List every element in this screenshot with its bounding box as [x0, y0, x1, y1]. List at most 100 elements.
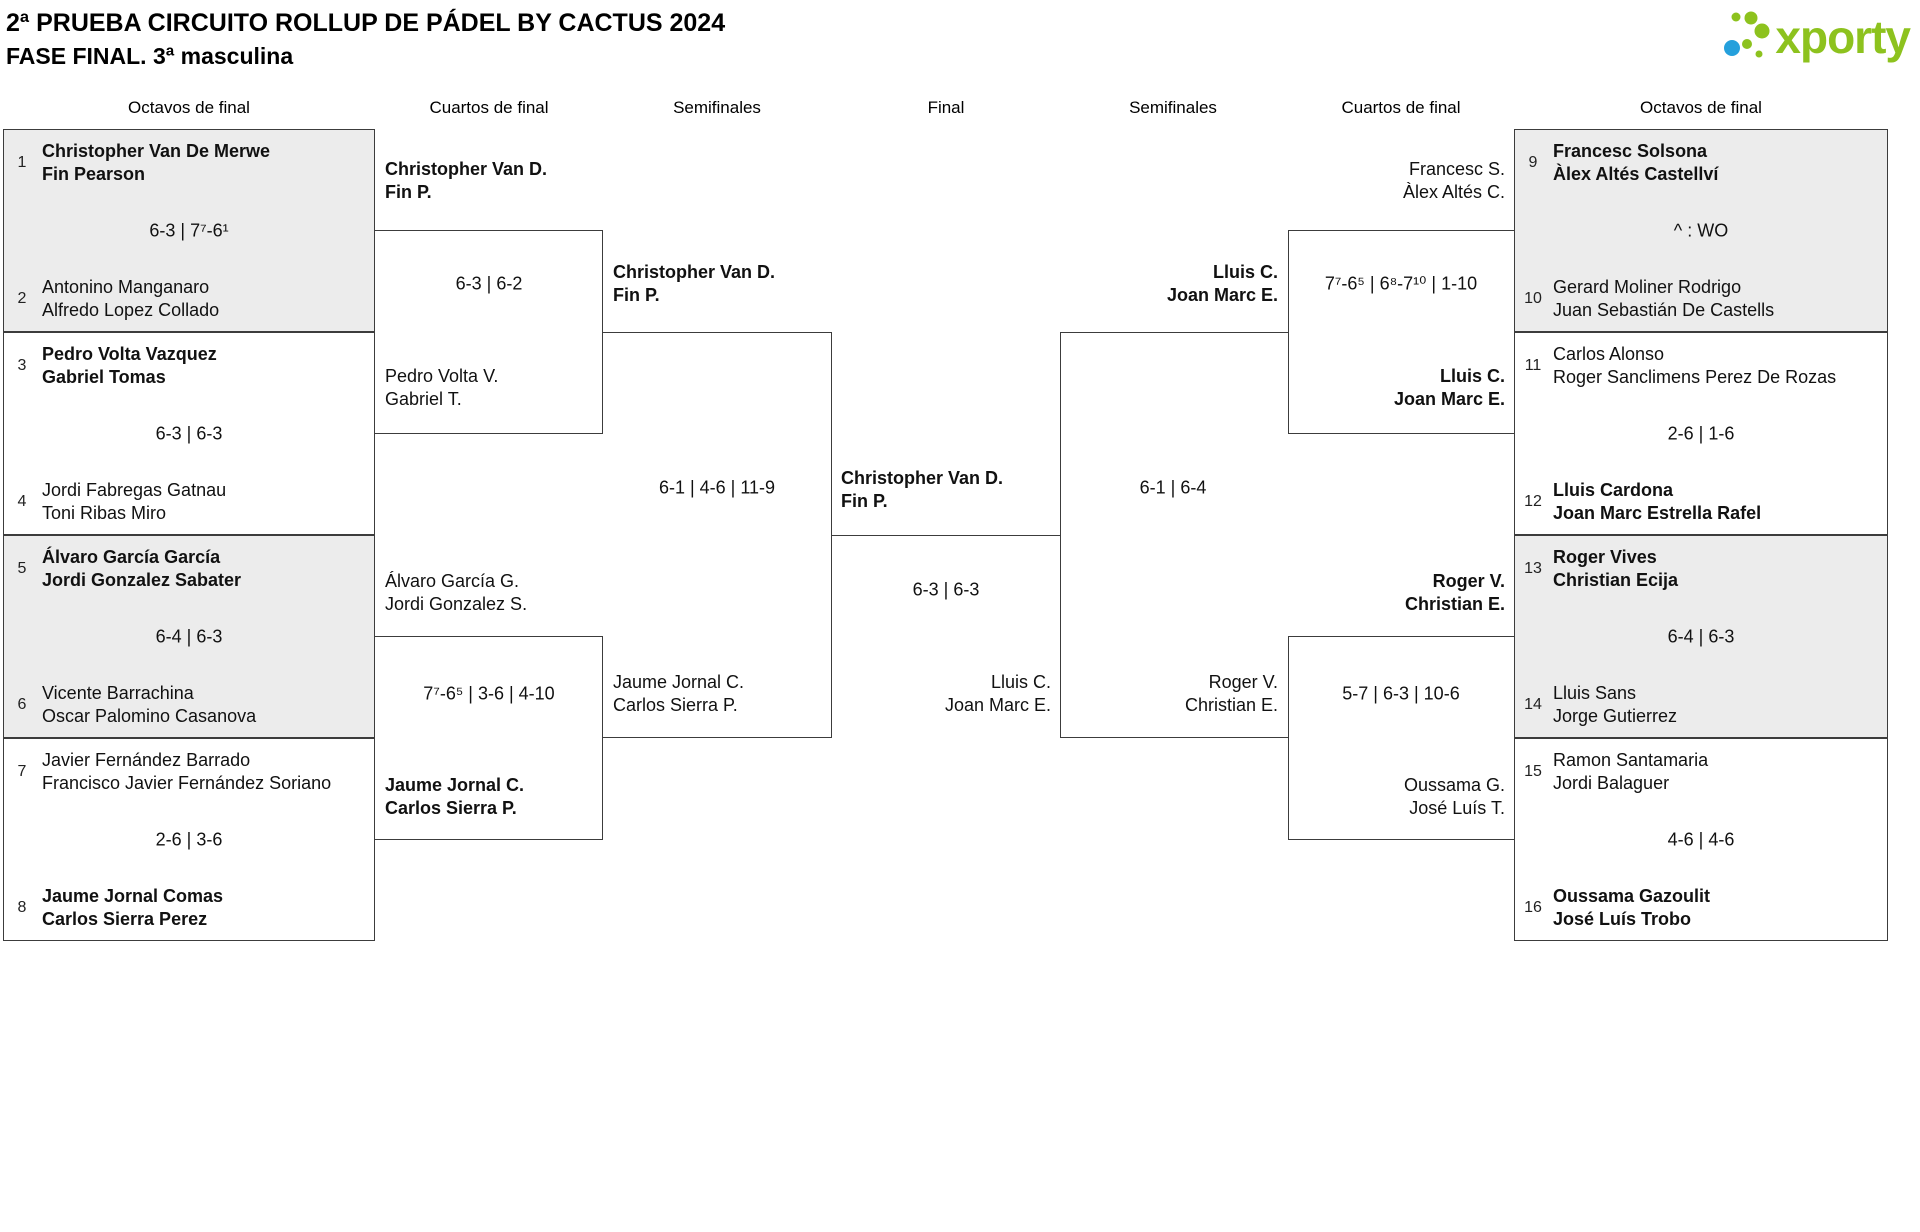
player-name: Gerard Moliner Rodrigo: [1553, 277, 1742, 297]
team-short-name: Carlos Sierra P.: [613, 695, 738, 715]
team-row: 11 Carlos Alonso Roger Sanclimens Perez …: [1521, 343, 1881, 389]
qf-right-2-top-team: Roger V. Christian E.: [1288, 570, 1505, 616]
qf-right-2-score: 5-7 | 6-3 | 10-6: [1342, 683, 1460, 704]
team-pair: Álvaro García García Jordi Gonzalez Saba…: [42, 546, 241, 592]
match-score: 4-6 | 4-6: [1667, 829, 1735, 849]
logo-dot-icon: [1754, 23, 1770, 39]
seed-number: 1: [17, 154, 27, 171]
team-pair: Jordi Fabregas Gatnau Toni Ribas Miro: [42, 479, 226, 525]
seed-number: 7: [17, 763, 27, 780]
player-name: Roger Sanclimens Perez De Rozas: [1553, 367, 1837, 387]
qf-left-2-bottom-team: Jaume Jornal C. Carlos Sierra P.: [385, 774, 524, 820]
team-pair: Francesc Solsona Àlex Altés Castellví: [1553, 140, 1718, 186]
player-name: José Luís Trobo: [1553, 909, 1692, 929]
seed-number: 9: [1528, 154, 1538, 171]
match-score: 2-6 | 1-6: [1667, 423, 1735, 443]
player-name: Oussama Gazoulit: [1553, 886, 1711, 906]
player-name: Lluis Sans: [1553, 683, 1637, 703]
player-name: Antonino Manganaro: [42, 277, 210, 297]
team-short-name: Lluis C.: [990, 672, 1051, 692]
player-name: Jordi Fabregas Gatnau: [42, 480, 227, 500]
page-title: 2ª PRUEBA CIRCUITO ROLLUP DE PÁDEL BY CA…: [6, 6, 725, 72]
team-row: 7 Javier Fernández Barrado Francisco Jav…: [10, 749, 368, 795]
team-row: 1 Christopher Van De Merwe Fin Pearson: [10, 140, 368, 186]
seed-number: 12: [1524, 493, 1542, 510]
r16-match-3: 5 Álvaro García García Jordi Gonzalez Sa…: [3, 535, 375, 738]
round-header-octavos-left: Octavos de final: [128, 98, 250, 117]
qf-right-1-bottom-team: Lluis C. Joan Marc E.: [1288, 365, 1505, 411]
team-pair: Lluis Sans Jorge Gutierrez: [1553, 682, 1677, 728]
team-short-name: Fin P.: [841, 491, 888, 511]
team-short-name: Lluis C.: [1212, 262, 1278, 282]
round-header-semis-right: Semifinales: [1129, 98, 1217, 117]
player-name: Ramon Santamaria: [1553, 750, 1709, 770]
player-name: Jordi Balaguer: [1553, 773, 1670, 793]
match-score: 2-6 | 3-6: [155, 829, 223, 849]
logo-dot-icon: [1742, 39, 1753, 49]
seed-number: 13: [1524, 560, 1542, 577]
seed-number: 16: [1524, 899, 1542, 916]
player-name: Francisco Javier Fernández Soriano: [42, 773, 332, 793]
player-name: Toni Ribas Miro: [42, 503, 167, 523]
team-short-name: Joan Marc E.: [1393, 389, 1505, 409]
team-pair: Carlos Alonso Roger Sanclimens Perez De …: [1553, 343, 1836, 389]
team-short-name: Joan Marc E.: [944, 695, 1051, 715]
qf-right-2-box: [1288, 636, 1514, 840]
seed-number: 2: [17, 290, 27, 307]
player-name: Álvaro García García: [42, 547, 221, 567]
final-line: [832, 535, 1060, 536]
team-short-name: Gabriel T.: [385, 389, 462, 409]
r16-match-15: 15 Ramon Santamaria Jordi Balaguer 4-6 |…: [1514, 738, 1888, 941]
team-row: 3 Pedro Volta Vazquez Gabriel Tomas: [10, 343, 368, 389]
final-winner-team: Christopher Van D. Fin P.: [841, 467, 1003, 513]
final-score: 6-3 | 6-3: [912, 579, 980, 600]
player-name: Gabriel Tomas: [42, 367, 166, 387]
player-name: Lluis Cardona: [1553, 480, 1674, 500]
team-pair: Lluis Cardona Joan Marc Estrella Rafel: [1553, 479, 1761, 525]
r16-match-4: 7 Javier Fernández Barrado Francisco Jav…: [3, 738, 375, 941]
seed-number: 10: [1524, 290, 1542, 307]
logo-dot-icon: [1731, 12, 1741, 22]
team-row: 4 Jordi Fabregas Gatnau Toni Ribas Miro: [10, 479, 368, 525]
match-score: 6-4 | 6-3: [155, 626, 223, 646]
team-pair: Christopher Van De Merwe Fin Pearson: [42, 140, 270, 186]
xporty-logo-text: xporty: [1775, 11, 1911, 63]
title-line1: 2ª PRUEBA CIRCUITO ROLLUP DE PÁDEL BY CA…: [6, 9, 726, 37]
team-short-name: Àlex Altés C.: [1402, 182, 1505, 202]
r16-match-2: 3 Pedro Volta Vazquez Gabriel Tomas 6-3 …: [3, 332, 375, 535]
r16-match-1: 1 Christopher Van De Merwe Fin Pearson 6…: [3, 129, 375, 332]
team-pair: Ramon Santamaria Jordi Balaguer: [1553, 749, 1708, 795]
team-row: 10 Gerard Moliner Rodrigo Juan Sebastián…: [1521, 276, 1881, 322]
match-score: 6-3 | 7⁷-6¹: [149, 220, 229, 240]
round-header-semis-left: Semifinales: [673, 98, 761, 117]
qf-left-1-box: [375, 230, 603, 434]
r16-match-11: 11 Carlos Alonso Roger Sanclimens Perez …: [1514, 332, 1888, 535]
team-pair: Antonino Manganaro Alfredo Lopez Collado: [42, 276, 219, 322]
seed-number: 6: [17, 696, 27, 713]
round-header-octavos-right: Octavos de final: [1640, 98, 1762, 117]
team-short-name: Oussama G.: [1403, 775, 1505, 795]
round-header-cuartos-left: Cuartos de final: [429, 98, 549, 117]
team-row: 15 Ramon Santamaria Jordi Balaguer: [1521, 749, 1881, 795]
seed-number: 4: [17, 493, 27, 510]
qf-left-2-top-team: Álvaro García G. Jordi Gonzalez S.: [385, 570, 527, 616]
qf-right-2-bottom-team: Oussama G. José Luís T.: [1288, 774, 1505, 820]
team-short-name: Fin P.: [613, 285, 660, 305]
player-name: Christian Ecija: [1553, 570, 1679, 590]
sf-left-box: [603, 332, 832, 738]
team-short-name: Christopher Van D.: [385, 159, 548, 179]
team-short-name: Christian E.: [1404, 594, 1505, 614]
qf-left-1-top-team: Christopher Van D. Fin P.: [385, 158, 547, 204]
team-short-name: Joan Marc E.: [1166, 285, 1278, 305]
team-short-name: Jordi Gonzalez S.: [385, 594, 528, 614]
team-short-name: Roger V.: [1208, 672, 1278, 692]
team-short-name: Christopher Van D.: [841, 468, 1004, 488]
team-short-name: Pedro Volta V.: [385, 366, 499, 386]
player-name: Vicente Barrachina: [42, 683, 194, 703]
player-name: Joan Marc Estrella Rafel: [1553, 503, 1762, 523]
player-name: Àlex Altés Castellví: [1553, 164, 1719, 184]
seed-number: 15: [1524, 763, 1542, 780]
qf-right-1-top-team: Francesc S. Àlex Altés C.: [1288, 158, 1505, 204]
seed-number: 8: [17, 899, 27, 916]
